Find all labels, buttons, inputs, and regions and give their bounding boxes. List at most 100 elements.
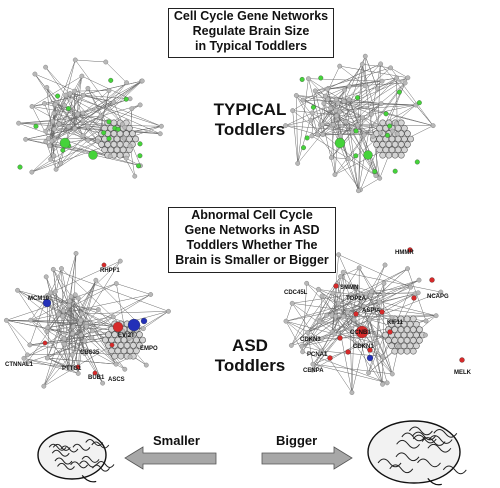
network-edge bbox=[297, 115, 337, 164]
gene-label: PCNA1 bbox=[307, 352, 328, 358]
network-node bbox=[108, 347, 115, 355]
network-node bbox=[52, 102, 58, 107]
network-edge bbox=[25, 139, 141, 166]
network-node bbox=[110, 314, 116, 320]
network-node bbox=[44, 85, 50, 90]
network-node bbox=[324, 313, 329, 318]
gene-label: CDC45L bbox=[284, 290, 308, 296]
network-node bbox=[62, 102, 67, 108]
network-node bbox=[338, 133, 343, 139]
network-node bbox=[413, 102, 419, 108]
green-node bbox=[88, 150, 98, 160]
network-node bbox=[166, 308, 171, 314]
network-node bbox=[361, 304, 367, 309]
blue-node bbox=[42, 298, 52, 308]
network-node bbox=[95, 138, 101, 144]
gene-label: SMMN bbox=[340, 285, 359, 291]
network-node bbox=[335, 100, 341, 106]
network-edge bbox=[338, 303, 358, 345]
network-node bbox=[324, 86, 330, 92]
network-edge bbox=[350, 319, 370, 330]
network-edge bbox=[6, 320, 82, 336]
network-node bbox=[401, 135, 408, 143]
network-node bbox=[80, 133, 86, 139]
network-node bbox=[382, 331, 389, 339]
network-node bbox=[120, 347, 128, 355]
network-edge bbox=[58, 253, 77, 315]
network-node bbox=[413, 331, 420, 339]
network-node bbox=[315, 132, 321, 138]
gene-label: CBS35 bbox=[80, 350, 100, 356]
network-node bbox=[341, 99, 347, 104]
network-edge bbox=[285, 303, 293, 322]
network-edge bbox=[336, 77, 408, 100]
blue-node bbox=[127, 318, 141, 332]
network-node bbox=[68, 366, 74, 372]
network-node bbox=[308, 117, 314, 123]
network-edge bbox=[296, 95, 321, 126]
network-node bbox=[438, 289, 444, 295]
network-edge bbox=[362, 103, 382, 118]
network-edge bbox=[319, 319, 351, 330]
network-node bbox=[132, 173, 138, 179]
network-node bbox=[416, 337, 423, 344]
green-node bbox=[299, 76, 305, 82]
network-node bbox=[44, 355, 50, 361]
title-box-top: Cell Cycle Gene Networks Regulate Brain … bbox=[168, 8, 334, 58]
green-node bbox=[137, 141, 143, 147]
network-node bbox=[390, 128, 395, 134]
network-edge bbox=[377, 77, 397, 89]
network-node bbox=[423, 318, 429, 324]
network-node bbox=[47, 143, 53, 149]
network-edge bbox=[371, 104, 416, 115]
network-node bbox=[394, 331, 402, 339]
network-node bbox=[66, 124, 72, 130]
network-edge bbox=[338, 254, 411, 288]
network-node bbox=[416, 277, 422, 283]
network-node bbox=[416, 326, 423, 333]
network-node bbox=[345, 309, 350, 315]
network-node bbox=[400, 331, 408, 339]
network-edge bbox=[331, 279, 420, 316]
title-middle-line-3: Toddlers Whether The bbox=[186, 238, 318, 252]
network-node bbox=[117, 352, 125, 360]
network-node bbox=[373, 173, 379, 179]
network-node bbox=[306, 76, 311, 82]
network-node bbox=[401, 146, 408, 154]
gene-network bbox=[16, 57, 164, 179]
network-edge bbox=[23, 326, 74, 359]
network-edge bbox=[50, 260, 121, 294]
network-node bbox=[355, 122, 360, 128]
network-node bbox=[382, 146, 390, 154]
network-edge bbox=[366, 292, 419, 295]
green-node bbox=[108, 77, 114, 83]
network-edge bbox=[343, 271, 441, 293]
network-edge bbox=[302, 321, 320, 352]
network-edge bbox=[376, 302, 380, 344]
green-node bbox=[416, 100, 422, 106]
network-node bbox=[73, 251, 79, 256]
green-node bbox=[65, 106, 71, 111]
red-node bbox=[353, 311, 359, 317]
network-node bbox=[110, 119, 118, 127]
network-node bbox=[320, 132, 326, 138]
network-edge bbox=[53, 113, 84, 122]
network-edge bbox=[351, 294, 437, 316]
network-node bbox=[423, 332, 428, 338]
network-node bbox=[404, 130, 411, 137]
network-node bbox=[137, 102, 143, 108]
network-node bbox=[43, 128, 49, 134]
network-edge bbox=[46, 268, 62, 332]
network-node bbox=[333, 313, 339, 319]
network-edge bbox=[52, 59, 76, 122]
network-node bbox=[105, 331, 112, 338]
network-node bbox=[80, 118, 86, 124]
network-edge bbox=[55, 102, 84, 136]
network-edge bbox=[84, 340, 103, 384]
network-node bbox=[334, 113, 339, 119]
network-edge bbox=[371, 286, 411, 292]
network-node bbox=[85, 85, 91, 91]
gene-label: CDKN3 bbox=[300, 337, 321, 343]
network-node bbox=[139, 78, 145, 84]
network-edge bbox=[292, 303, 335, 335]
